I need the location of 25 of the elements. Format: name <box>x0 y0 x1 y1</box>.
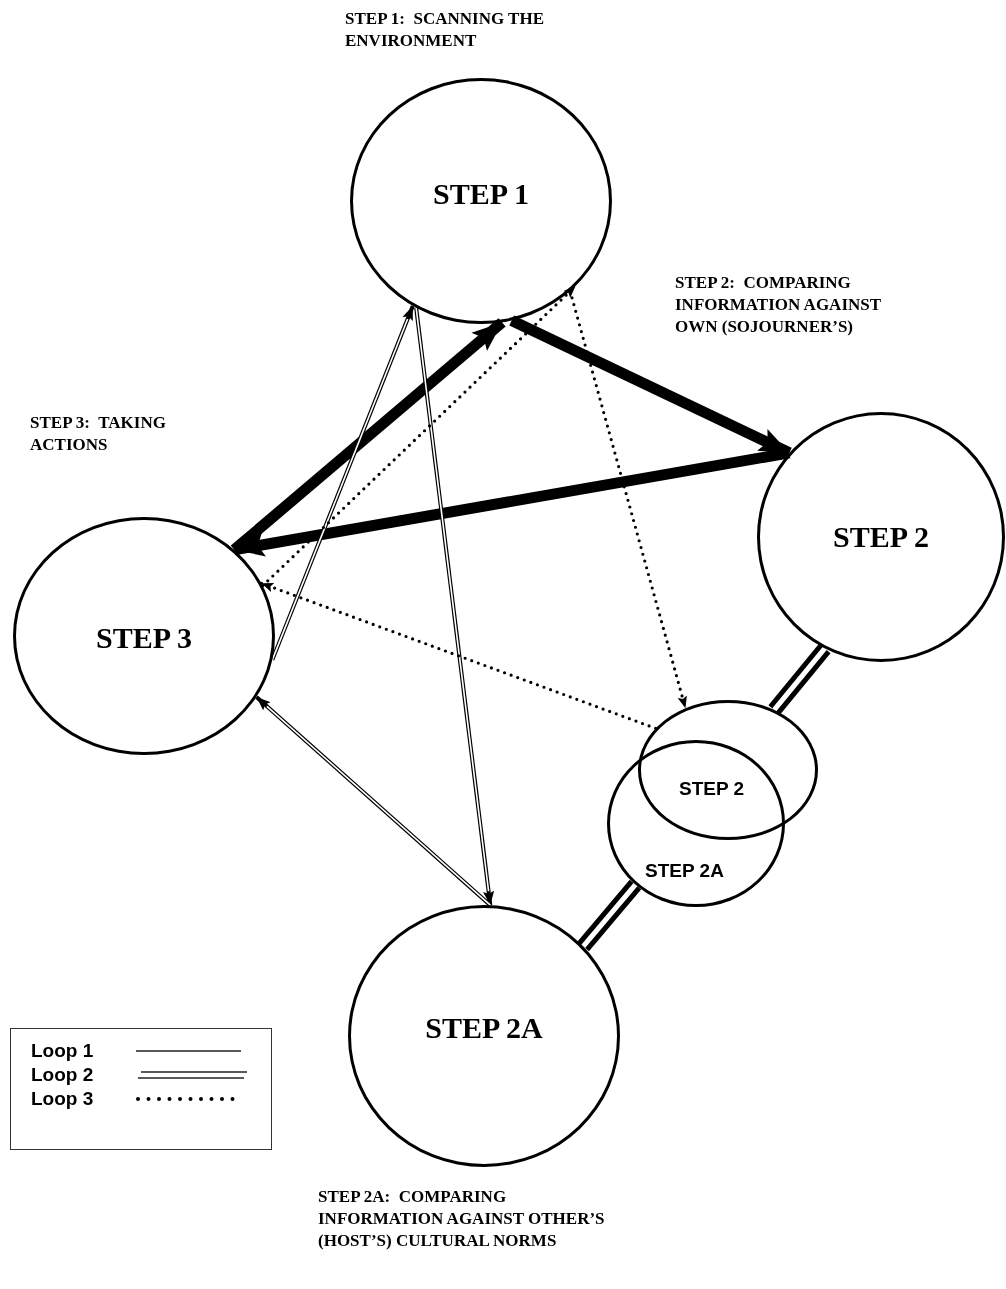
legend-label: Loop 2 <box>31 1064 95 1086</box>
double-line-connector <box>577 879 642 952</box>
step-circle <box>757 412 1005 662</box>
legend-label: Loop 3 <box>31 1088 95 1110</box>
double-line-arrow <box>255 695 492 907</box>
step-label: STEP 2 <box>832 520 930 554</box>
dotted-arrow <box>259 581 658 730</box>
overlapping-circle <box>638 700 818 840</box>
legend-label: Loop 1 <box>31 1040 95 1062</box>
step-caption: STEP 3: TAKING ACTIONS <box>30 412 167 456</box>
step-caption: STEP 2: COMPARING INFORMATION AGAINST OWN (SOJOURNER’S) <box>675 272 882 338</box>
step-circle <box>348 905 620 1167</box>
step-label: STEP 3 <box>95 621 193 655</box>
step-label: STEP 2A <box>424 1011 544 1045</box>
step-label: STEP 1 <box>432 177 530 211</box>
double-line-arrow <box>270 305 415 661</box>
overlapping-circle <box>607 740 785 907</box>
double-line-arrow <box>414 307 495 906</box>
step-circle <box>350 78 612 324</box>
double-line-connector <box>768 643 831 715</box>
step-caption: STEP 1: SCANNING THE ENVIRONMENT <box>345 8 545 52</box>
step-label: STEP 2A <box>645 860 724 882</box>
step-circle <box>13 517 275 755</box>
step-label: STEP 2 <box>679 778 745 800</box>
step-caption: STEP 2A: COMPARING INFORMATION AGAINST OTHER’S (HOST’S) CULTURAL NORMS <box>318 1186 606 1252</box>
